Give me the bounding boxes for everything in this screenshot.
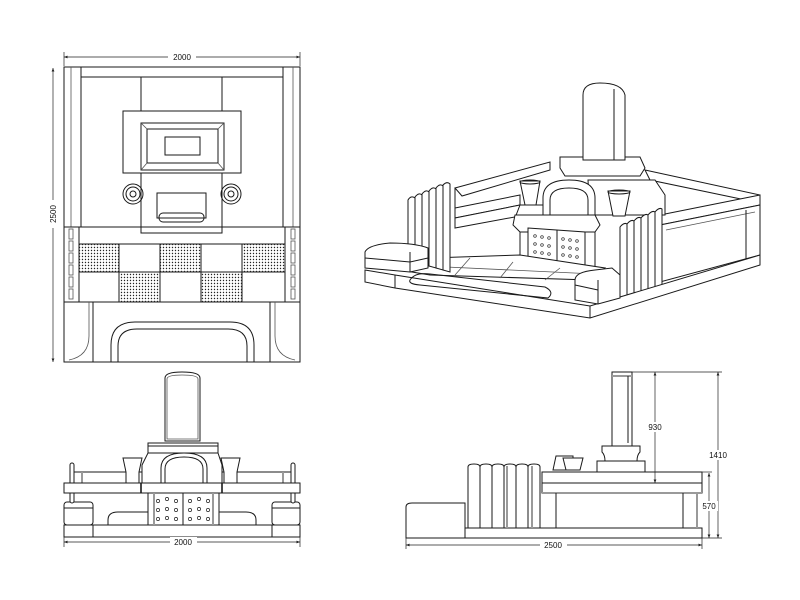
plan-width-dimension: 2000 bbox=[173, 53, 191, 62]
front-door-vents bbox=[156, 497, 210, 521]
front-view: 2000 bbox=[63, 371, 301, 547]
side-base-height-dimension: 570 bbox=[702, 502, 716, 511]
plan-outline bbox=[63, 66, 301, 363]
iso-entrance-curb bbox=[409, 273, 552, 299]
plan-incense-tray bbox=[158, 212, 205, 223]
plan-depth-dimension: 2500 bbox=[49, 205, 58, 223]
iso-gravestone bbox=[582, 82, 626, 161]
side-fence-posts bbox=[467, 463, 541, 529]
side-vase bbox=[562, 457, 584, 471]
iso-incense-arch bbox=[542, 179, 596, 216]
plan-vase-right bbox=[220, 183, 242, 205]
front-gravestone bbox=[164, 371, 201, 442]
front-left-bench bbox=[63, 501, 94, 526]
plan-entrance-arch bbox=[110, 321, 255, 362]
plan-side-posts bbox=[68, 228, 296, 300]
plan-incense-box bbox=[156, 192, 207, 219]
side-gravestone bbox=[611, 371, 633, 447]
front-right-bench bbox=[271, 501, 301, 526]
iso-monument-base bbox=[559, 156, 646, 177]
side-base-slab bbox=[464, 527, 703, 539]
side-monument-base bbox=[596, 460, 646, 473]
isometric-view bbox=[364, 82, 761, 319]
side-view: 930 1410 570 2500 bbox=[405, 371, 729, 550]
iso-base-slab bbox=[364, 254, 761, 319]
side-front-bench bbox=[405, 502, 466, 539]
front-vase-right bbox=[220, 457, 241, 484]
plan-view: 2000 2500 bbox=[48, 52, 301, 363]
side-platform-top bbox=[541, 471, 703, 484]
iso-vase-right bbox=[607, 190, 631, 217]
side-total-height-dimension: 1410 bbox=[709, 451, 727, 460]
iso-front-left-bench bbox=[364, 242, 429, 273]
plan-inscription-plate bbox=[164, 136, 201, 156]
plan-vase-left bbox=[122, 183, 144, 205]
iso-vase-left bbox=[519, 180, 541, 206]
iso-right-fence bbox=[619, 207, 663, 299]
front-width-dimension: 2000 bbox=[174, 538, 192, 547]
front-base-slab bbox=[63, 524, 301, 538]
side-length-dimension: 2500 bbox=[544, 541, 562, 550]
side-monument-height-dimension: 930 bbox=[648, 423, 662, 432]
front-monument-base bbox=[147, 442, 219, 454]
plan-paving-grid bbox=[78, 243, 286, 303]
front-vase-left bbox=[122, 457, 143, 484]
